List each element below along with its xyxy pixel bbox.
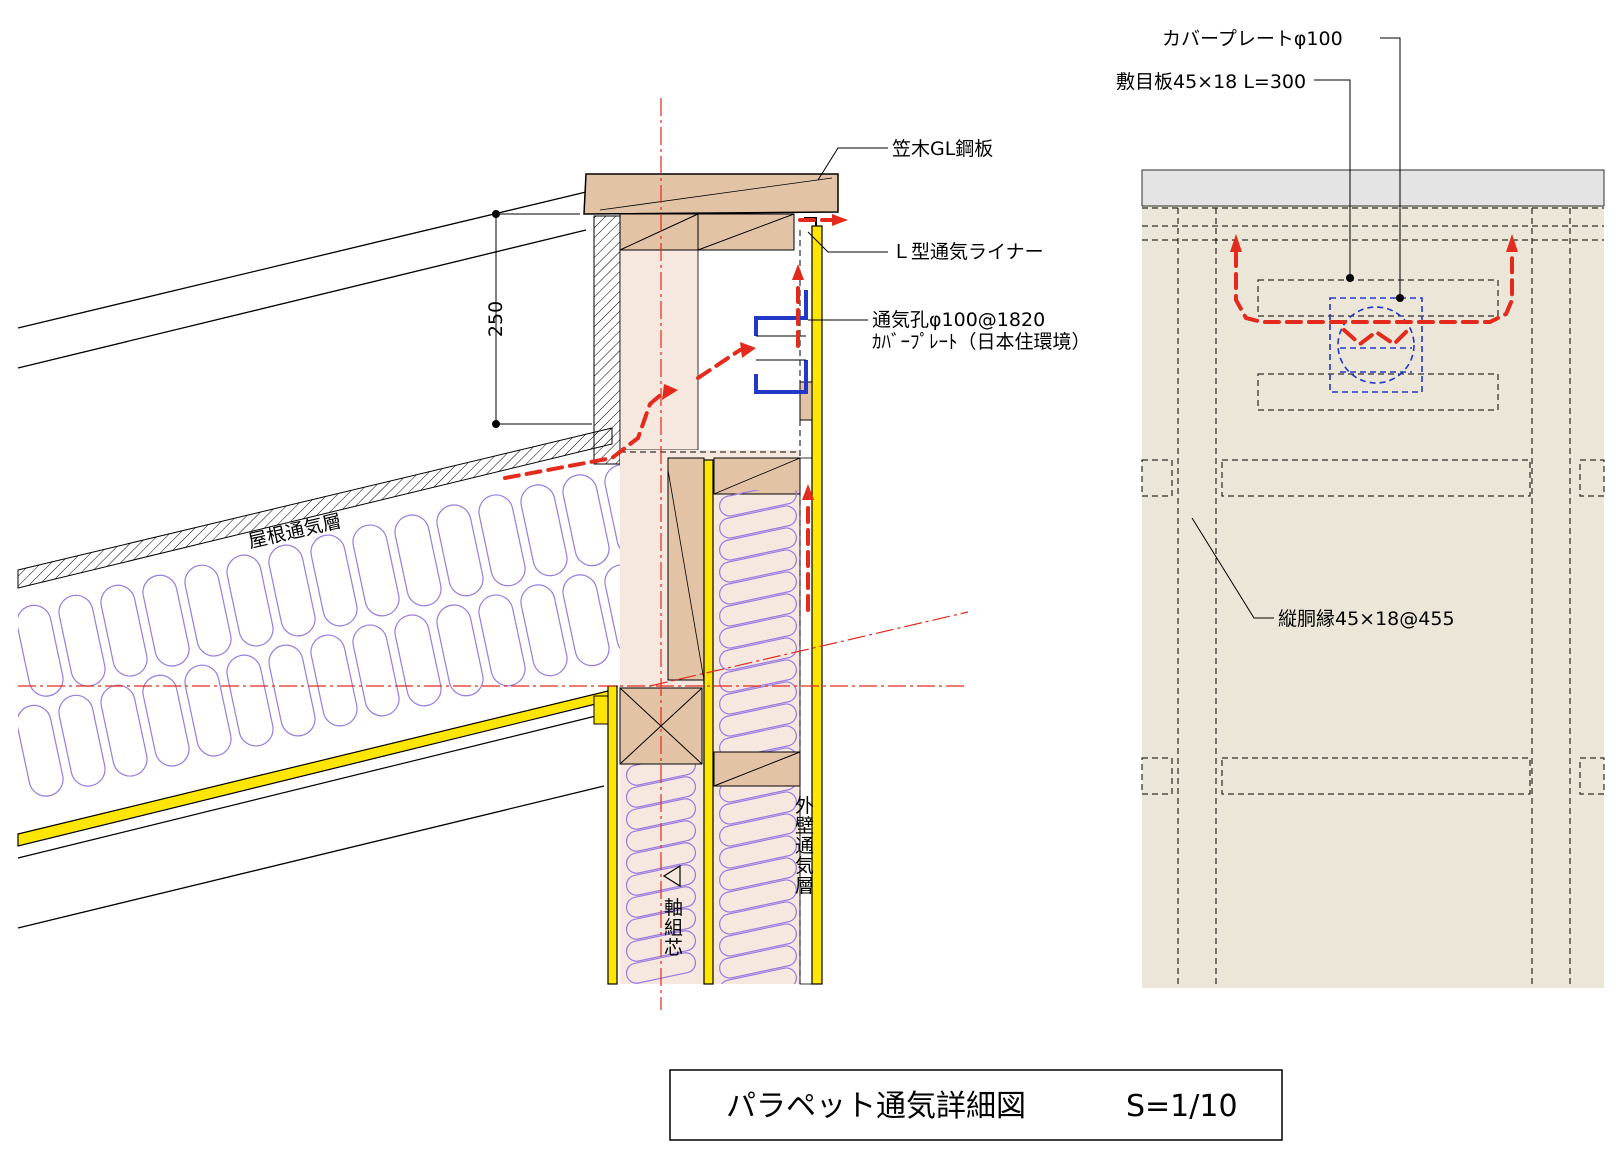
cover-plate-mfr-label: ｶﾊﾞｰﾌﾟﾚｰﾄ（日本住環境）: [872, 331, 1091, 353]
insulation-loop: [352, 624, 400, 717]
insulation-loop: [478, 494, 526, 587]
insulation-loop: [625, 908, 697, 940]
insulation-loop: [719, 813, 797, 847]
elevation-hidden-lines: [1141, 207, 1605, 988]
insulation-loop: [719, 505, 797, 539]
airflow-arrows-section: [503, 218, 834, 612]
svg-text:外: 外: [795, 795, 814, 817]
insulation-loop: [268, 544, 316, 637]
cover-plate-elevation: [1329, 297, 1423, 393]
insulation-loop: [625, 952, 697, 984]
blue-cover-plate: [754, 290, 808, 394]
vent-hole-label: 通気孔φ100@1820: [872, 309, 1045, 331]
insulation-loop: [625, 842, 697, 874]
insulation-loop: [226, 654, 274, 747]
svg-text:気: 気: [795, 855, 814, 877]
insulation-loop: [625, 930, 697, 962]
insulation-loop: [719, 615, 797, 649]
svg-text:芯: 芯: [664, 937, 683, 959]
insulation-loop: [310, 534, 358, 627]
insulation-loop: [719, 967, 797, 984]
insulation-loop: [625, 820, 697, 852]
insulation-loop: [719, 879, 797, 913]
insulation-loop: [719, 901, 797, 935]
l-liner-label: Ｌ型通気ライナー: [892, 241, 1044, 263]
cover-plate-right-label: カバープレートφ100: [1162, 28, 1343, 50]
insulation-loop: [394, 514, 442, 607]
insulation-loop: [226, 554, 274, 647]
svg-text:層: 層: [795, 875, 814, 897]
roof-outline: [17, 191, 605, 929]
insulation-loop: [719, 835, 797, 869]
insulation-loop: [625, 864, 697, 896]
insulation-loop: [268, 644, 316, 737]
insulation-loop: [719, 490, 797, 517]
insulation-loop: [719, 549, 797, 583]
insulation-loop: [719, 571, 797, 605]
insulation-loop: [184, 564, 232, 657]
ceiling-underline: [17, 713, 605, 859]
insulation-loop: [310, 634, 358, 727]
insulation-loop: [562, 574, 610, 667]
axis-marker-icon: [662, 864, 681, 888]
insulation-loop: [478, 594, 526, 687]
insulation-loop: [719, 637, 797, 671]
insulation-loop: [719, 923, 797, 957]
title-box: [669, 1069, 1283, 1141]
insulation-loop: [142, 674, 190, 767]
drawing-scale: S=1/10: [1126, 1089, 1238, 1124]
insulation-loop: [719, 593, 797, 627]
insulation-loop: [100, 584, 148, 677]
drawing-title: パラペット通気詳細図: [726, 1089, 1026, 1124]
kasagi-cap: [583, 173, 839, 215]
shikime-label: 敷目板45×18 L=300: [1116, 71, 1306, 93]
insulation-loop: [562, 474, 610, 567]
wall-insulation-inner: [625, 762, 697, 984]
insulation-loop: [436, 504, 484, 597]
insulation-loop: [604, 564, 620, 657]
svg-text:軸: 軸: [664, 897, 683, 919]
insulation-loop: [719, 703, 797, 737]
insulation-loop: [604, 464, 620, 557]
insulation-loop: [58, 694, 106, 787]
insulation-loop: [394, 614, 442, 707]
dimension-text: 250: [485, 301, 507, 337]
insulation-loop: [719, 945, 797, 979]
dimension-250: [492, 210, 592, 428]
insulation-loop: [719, 791, 797, 825]
wall-vent-layer-label: 外 壁 通 気 層: [795, 795, 814, 897]
insulation-loop: [719, 857, 797, 891]
elevation-board: [1142, 170, 1604, 988]
insulation-loop: [18, 704, 64, 797]
insulation-loop: [142, 574, 190, 667]
insulation-loop: [719, 681, 797, 715]
insulation-loop: [625, 886, 697, 918]
insulation-loop: [520, 584, 568, 677]
frame-core-label: 軸 組 芯: [664, 897, 683, 959]
insulation-loop: [18, 604, 64, 697]
insulation-loop: [625, 798, 697, 830]
centerlines: [18, 98, 969, 1010]
tatedobuchi-label: 縦胴縁45×18@455: [1278, 608, 1455, 630]
insulation-loop: [520, 484, 568, 577]
airflow-arrows-elevation: [1234, 250, 1514, 347]
insulation-loop: [184, 664, 232, 757]
svg-text:組: 組: [664, 917, 683, 939]
insulation-loop: [352, 524, 400, 617]
kasagi-label: 笠木GL鋼板: [892, 138, 993, 160]
svg-text:壁: 壁: [795, 815, 814, 837]
yellow-wall-boards: [607, 225, 823, 985]
insulation-loop: [719, 527, 797, 561]
parapet-siding: [593, 215, 621, 465]
insulation-loop: [436, 604, 484, 697]
top-wood-blocks: [619, 213, 795, 251]
elevation-cap: [1141, 169, 1605, 207]
svg-text:通: 通: [795, 835, 814, 857]
parapet-inner-wood: [619, 249, 699, 451]
insulation-loop: [625, 776, 697, 808]
